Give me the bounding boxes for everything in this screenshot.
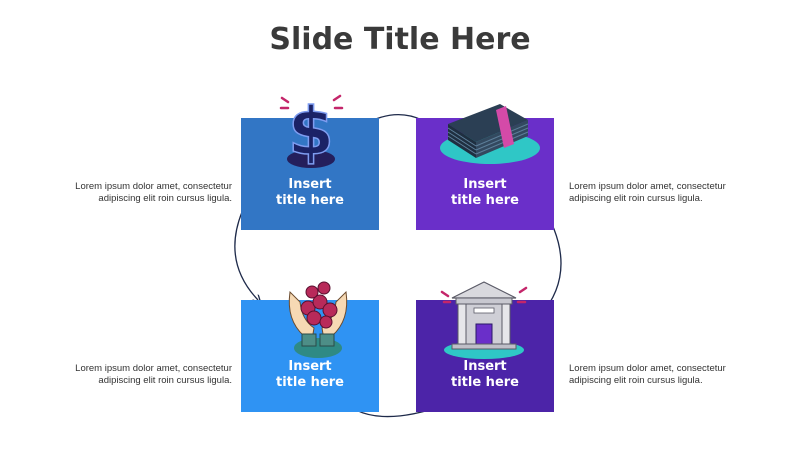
description-line2: adipiscing elit roin cursus ligula.: [569, 193, 703, 204]
description-line1: Lorem ipsum dolor amet, consectetur: [569, 363, 726, 374]
box-title-line2: title here: [451, 375, 519, 390]
description-line2: adipiscing elit roin cursus ligula.: [569, 375, 703, 386]
bank-building-icon: [440, 281, 528, 359]
money-stack-icon: [440, 104, 540, 164]
description-line2: adipiscing elit roin cursus ligula.: [98, 193, 232, 204]
description-line1: Lorem ipsum dolor amet, consectetur: [75, 363, 232, 374]
box-title-line1: Insert: [288, 359, 332, 374]
box-title-line2: title here: [451, 193, 519, 208]
svg-text:$: $: [288, 93, 334, 170]
description-line2: adipiscing elit roin cursus ligula.: [98, 375, 232, 386]
box-title: Insert title here: [416, 359, 554, 391]
description-top-left: Lorem ipsum dolor amet, consectetur adip…: [52, 181, 232, 205]
description-top-right: Lorem ipsum dolor amet, consectetur adip…: [569, 181, 749, 205]
description-line1: Lorem ipsum dolor amet, consectetur: [569, 181, 726, 192]
box-title: Insert title here: [416, 177, 554, 209]
description-bottom-right: Lorem ipsum dolor amet, consectetur adip…: [569, 363, 749, 387]
hands-coins-icon: [288, 281, 348, 358]
box-title-line1: Insert: [463, 177, 507, 192]
slide-title: Slide Title Here: [269, 22, 531, 57]
arrow-left: [234, 211, 258, 300]
box-title: Insert title here: [241, 359, 379, 391]
box-title-line2: title here: [276, 375, 344, 390]
description-bottom-left: Lorem ipsum dolor amet, consectetur adip…: [52, 363, 232, 387]
box-title-line2: title here: [276, 193, 344, 208]
description-line1: Lorem ipsum dolor amet, consectetur: [75, 181, 232, 192]
box-title-line1: Insert: [288, 177, 332, 192]
dollar-sign-icon: $: [279, 92, 344, 170]
box-title: Insert title here: [241, 177, 379, 209]
box-title-line1: Insert: [463, 359, 507, 374]
box-top-left: Insert title here: [241, 118, 379, 230]
